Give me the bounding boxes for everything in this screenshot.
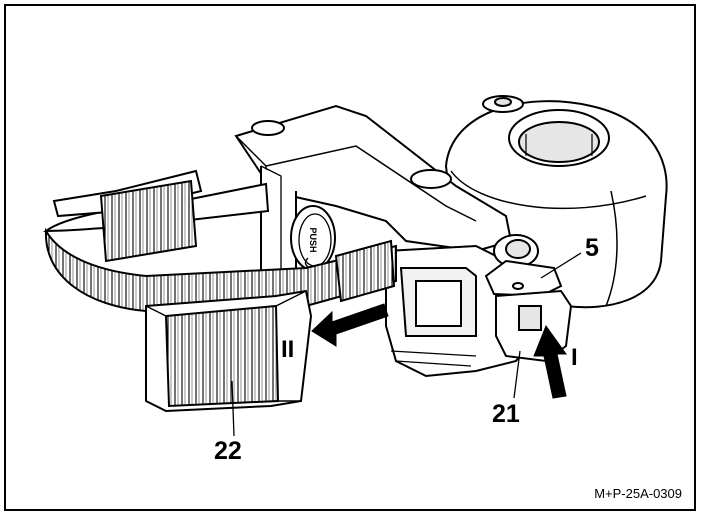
leader-lines <box>231 252 582 437</box>
callout-label-II: II <box>281 336 295 363</box>
tab-part-5 <box>484 259 563 298</box>
strap-bracket-22 <box>145 289 313 413</box>
push-button-label: PUSH <box>308 227 318 252</box>
arrow-direction-I <box>533 324 567 399</box>
callout-label-22: 22 <box>214 437 242 465</box>
push-button[interactable]: PUSH <box>290 205 336 271</box>
callout-label-21: 21 <box>492 400 520 428</box>
callout-label-5: 5 <box>585 234 599 262</box>
figure-reference-code: M+P-25A-0309 <box>594 486 682 501</box>
callout-label-I: I <box>571 344 578 371</box>
figure-frame: PUSH <box>4 4 696 511</box>
arrow-direction-II <box>311 303 389 347</box>
clamp-housing <box>234 104 513 293</box>
clamp-strap <box>42 169 397 313</box>
battery-terminal-clamp-drawing: PUSH <box>42 95 668 437</box>
